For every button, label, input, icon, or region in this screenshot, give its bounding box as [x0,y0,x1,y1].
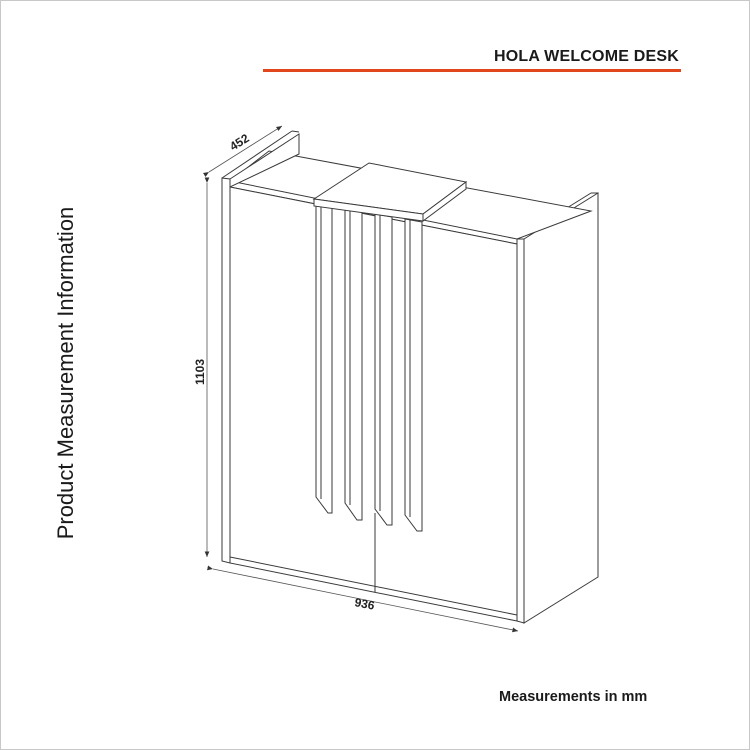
title-underline [263,69,681,72]
width-label: 936 [353,595,376,613]
height-label: 1103 [193,359,207,385]
units-note: Measurements in mm [499,689,648,705]
center-top-block [312,162,468,222]
desk-front [229,186,518,622]
right-panel-front [516,238,525,624]
right-panel-side [523,192,599,624]
depth-dimension-line [202,125,283,178]
depth-label: 452 [227,131,252,154]
left-panel-front [221,177,231,564]
product-title: HOLA WELCOME DESK [493,48,679,65]
width-dimension-line [207,565,519,633]
